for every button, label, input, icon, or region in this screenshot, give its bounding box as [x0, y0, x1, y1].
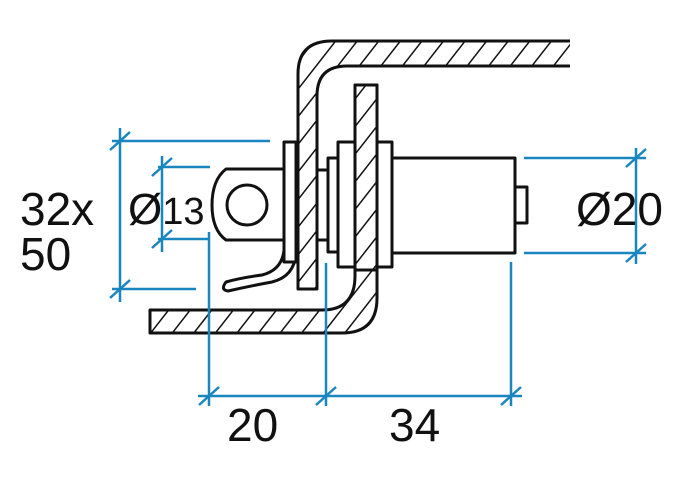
bracket-hook	[221, 248, 298, 293]
hole-diameter-label: Ø13	[128, 185, 205, 234]
dimension-height	[109, 128, 270, 302]
cylinder-tip	[513, 185, 529, 225]
offset-label: 20	[227, 399, 278, 451]
dimension-lengths	[198, 232, 522, 406]
nut	[336, 140, 357, 269]
neck	[315, 168, 330, 242]
dimension-hole	[151, 156, 210, 252]
hole-diameter-value: 13	[162, 191, 204, 233]
height-label: 50	[20, 228, 71, 280]
quantity-label: 32x	[20, 183, 94, 235]
dimension-body-diameter	[524, 148, 647, 264]
housing-upper-section	[296, 39, 570, 291]
length-label: 34	[389, 399, 440, 451]
bracket-flange	[282, 140, 298, 264]
plate-panel	[353, 83, 379, 272]
collar	[375, 140, 394, 269]
cylinder-body	[390, 156, 517, 255]
body-diameter-label: Ø20	[576, 183, 663, 235]
diameter-symbol: Ø	[128, 185, 162, 234]
lug-hole	[225, 183, 269, 227]
